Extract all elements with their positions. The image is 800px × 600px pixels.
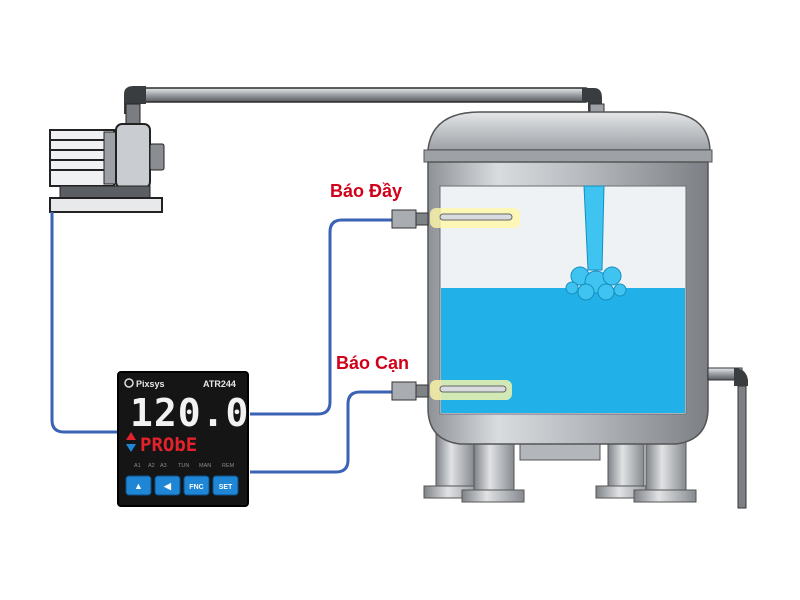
set-button-label: SET bbox=[219, 484, 233, 491]
up-button[interactable]: ▲ bbox=[125, 475, 152, 496]
indicator-tun: TUN bbox=[178, 463, 189, 469]
top-pipe bbox=[124, 86, 605, 117]
pixsys-logo-icon bbox=[124, 378, 134, 388]
indicator-rem: REM bbox=[222, 463, 235, 469]
set-button[interactable]: SET bbox=[212, 475, 239, 496]
controller-brand: Pixsys bbox=[136, 379, 165, 389]
up-button-label: ▲ bbox=[134, 481, 143, 491]
fnc-button-label: FNC bbox=[189, 484, 203, 491]
indicator-a1: A1 bbox=[134, 463, 141, 469]
left-button-label: ◀ bbox=[163, 481, 172, 491]
tank-legs bbox=[423, 419, 697, 503]
controller-model: ATR244 bbox=[203, 379, 236, 389]
indicator-a2: A2 bbox=[148, 463, 155, 469]
left-button[interactable]: ◀ bbox=[154, 475, 181, 496]
indicator-row: A1 A2 A3 TUN MAN REM bbox=[134, 463, 235, 469]
low-level-sensor bbox=[391, 380, 512, 401]
high-level-sensor bbox=[391, 208, 520, 229]
indicator-man: MAN bbox=[199, 463, 211, 469]
water-splash bbox=[565, 266, 627, 301]
indicator-arrow-icons bbox=[126, 432, 136, 452]
main-display: 120.0 bbox=[130, 391, 249, 435]
sub-display: PRObE bbox=[140, 434, 197, 456]
tank bbox=[423, 111, 748, 509]
indicator-a3: A3 bbox=[160, 463, 167, 469]
controller-atr244: Pixsys ATR244 120.0 PRObE A1 A2 A3 TUN MAN RE… bbox=[117, 371, 249, 507]
cables bbox=[50, 212, 392, 474]
high-level-label: Báo Đầy bbox=[330, 181, 402, 201]
controller-buttons: ▲ ◀ FNC SET bbox=[125, 475, 239, 496]
pump bbox=[49, 103, 165, 213]
fnc-button[interactable]: FNC bbox=[183, 475, 210, 496]
low-level-label: Báo Cạn bbox=[336, 353, 409, 373]
